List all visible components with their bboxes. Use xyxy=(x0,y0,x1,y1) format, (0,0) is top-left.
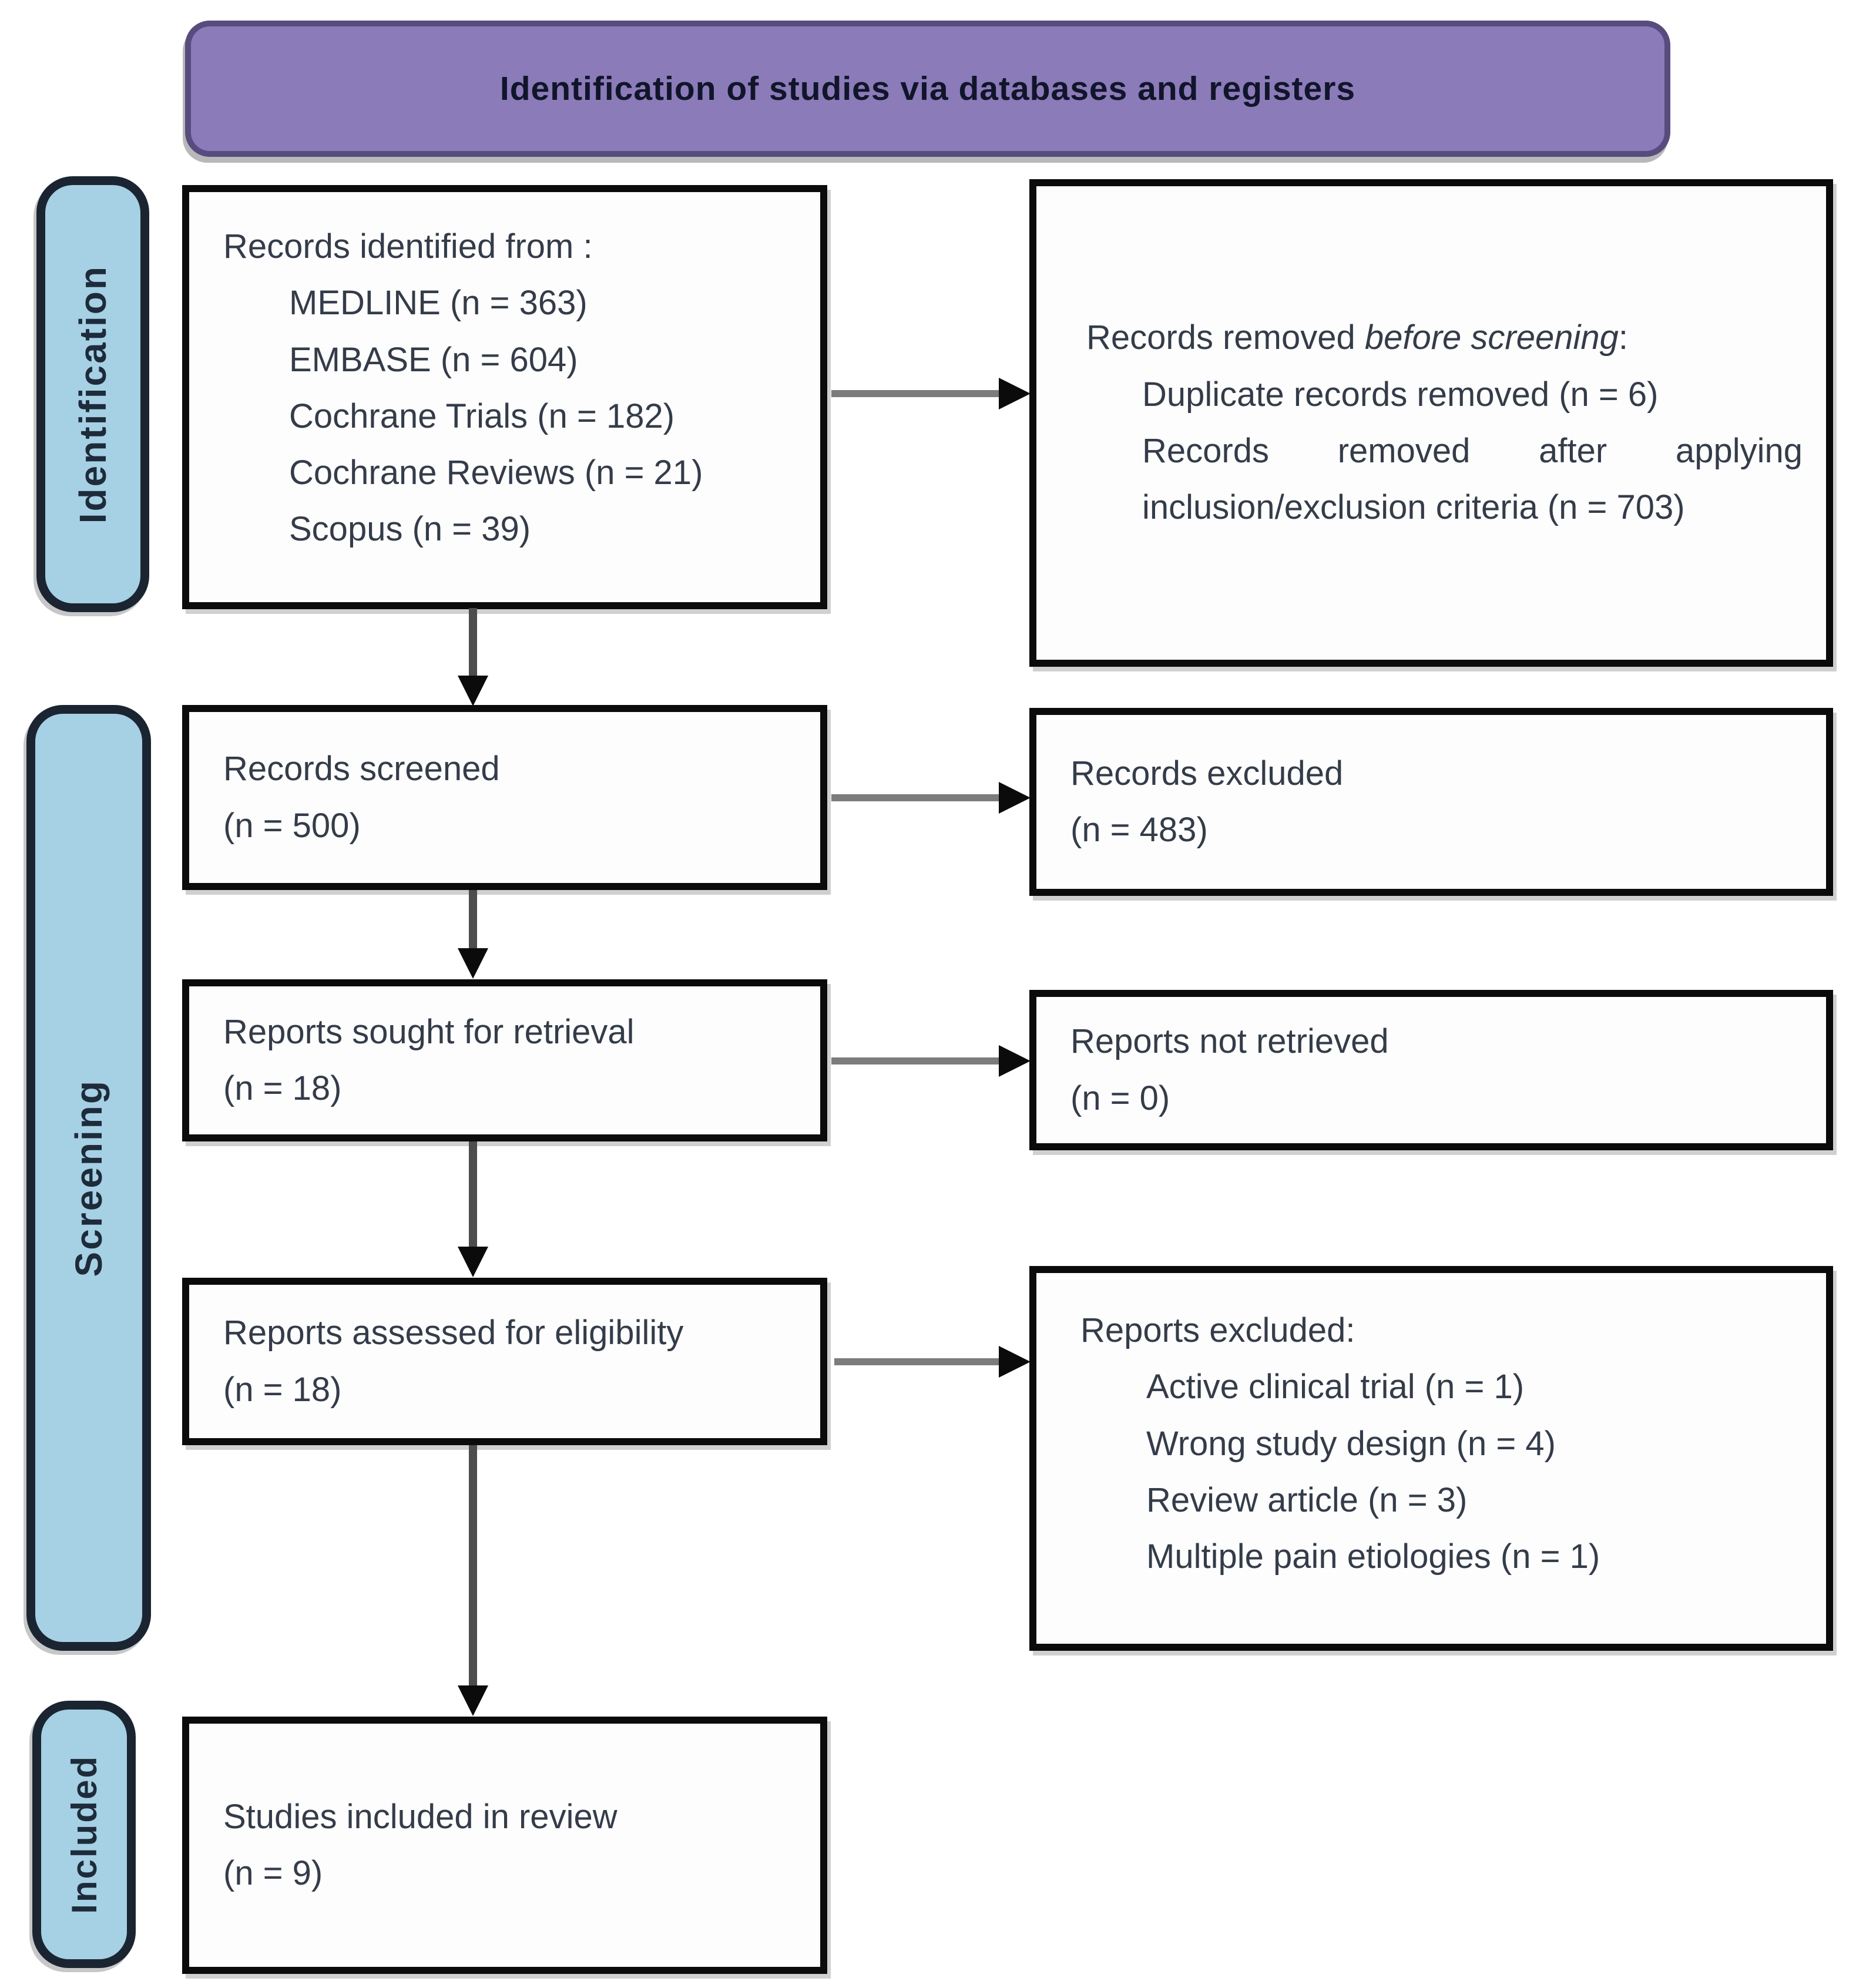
records-screened-count: (n = 500) xyxy=(223,806,361,845)
arrow-identified-to-screened xyxy=(469,608,477,677)
box-records-identified: Records identified from : MEDLINE (n = 3… xyxy=(182,185,827,609)
records-identified-heading: Records identified from : xyxy=(223,227,593,266)
records-removed-item: Duplicate records removed (n = 6) xyxy=(1142,375,1659,414)
diagram-title: Identification of studies via databases … xyxy=(499,70,1356,108)
arrowhead-identified-to-removed xyxy=(999,378,1031,409)
screening-label: Screening xyxy=(68,1079,110,1277)
records-identified-item: MEDLINE (n = 363) xyxy=(289,284,588,323)
records-excluded-count: (n = 483) xyxy=(1070,811,1208,849)
studies-included-count: (n = 9) xyxy=(223,1854,323,1892)
stage-label-included: Included xyxy=(32,1701,136,1968)
records-removed-heading: Records removed before screening: xyxy=(1086,310,1803,366)
reports-excluded-item: Multiple pain etiologies (n = 1) xyxy=(1146,1537,1600,1576)
arrow-sought-to-not-retrieved xyxy=(831,1057,1002,1064)
box-reports-excluded: Reports excluded: Active clinical trial … xyxy=(1029,1266,1833,1651)
identification-label: Identification xyxy=(72,264,114,524)
arrow-assessed-to-excluded xyxy=(834,1358,1002,1365)
arrow-assessed-to-included xyxy=(469,1445,477,1687)
box-reports-sought: Reports sought for retrieval (n = 18) xyxy=(182,979,827,1141)
arrow-sought-to-assessed xyxy=(469,1141,477,1248)
box-reports-assessed: Reports assessed for eligibility (n = 18… xyxy=(182,1278,827,1445)
reports-assessed-line1: Reports assessed for eligibility xyxy=(223,1314,684,1352)
studies-included-line1: Studies included in review xyxy=(223,1797,617,1836)
records-identified-item: Cochrane Reviews (n = 21) xyxy=(289,454,703,492)
arrow-screened-to-excluded xyxy=(831,794,1002,801)
reports-sought-count: (n = 18) xyxy=(223,1069,342,1107)
stage-label-identification: Identification xyxy=(36,176,149,612)
reports-sought-line1: Reports sought for retrieval xyxy=(223,1012,635,1051)
records-removed-heading-prefix: Records removed xyxy=(1086,318,1365,357)
reports-excluded-heading: Reports excluded: xyxy=(1080,1311,1355,1349)
records-removed-item: Records removed after applying inclusion… xyxy=(1142,432,1803,527)
box-reports-not-retrieved: Reports not retrieved (n = 0) xyxy=(1029,990,1833,1150)
arrowhead-assessed-to-excluded xyxy=(999,1346,1031,1378)
records-screened-line1: Records screened xyxy=(223,750,500,788)
records-identified-item: Scopus (n = 39) xyxy=(289,510,531,549)
arrowhead-identified-to-screened xyxy=(458,676,488,706)
reports-assessed-count: (n = 18) xyxy=(223,1370,342,1409)
box-records-screened: Records screened (n = 500) xyxy=(182,705,827,890)
arrow-identified-to-removed xyxy=(831,390,1002,397)
box-records-removed: Records removed before screening: Duplic… xyxy=(1029,179,1833,667)
arrowhead-sought-to-assessed xyxy=(458,1247,488,1277)
reports-excluded-item: Wrong study design (n = 4) xyxy=(1146,1424,1556,1463)
reports-excluded-item: Review article (n = 3) xyxy=(1146,1480,1468,1519)
box-records-excluded: Records excluded (n = 483) xyxy=(1029,708,1833,896)
reports-excluded-item: Active clinical trial (n = 1) xyxy=(1146,1368,1525,1406)
reports-not-retrieved-line1: Reports not retrieved xyxy=(1070,1022,1389,1061)
records-excluded-line1: Records excluded xyxy=(1070,754,1344,792)
arrowhead-sought-to-not-retrieved xyxy=(999,1045,1031,1077)
arrowhead-assessed-to-included xyxy=(458,1685,488,1716)
box-studies-included: Studies included in review (n = 9) xyxy=(182,1717,827,1974)
arrowhead-screened-to-excluded xyxy=(999,782,1031,814)
arrowhead-screened-to-sought xyxy=(458,948,488,979)
records-removed-heading-italic: before screening xyxy=(1364,318,1619,357)
records-removed-heading-suffix: : xyxy=(1618,318,1629,357)
diagram-title-banner: Identification of studies via databases … xyxy=(185,21,1670,157)
reports-not-retrieved-count: (n = 0) xyxy=(1070,1079,1170,1117)
records-identified-item: Cochrane Trials (n = 182) xyxy=(289,397,675,435)
included-label: Included xyxy=(64,1755,104,1914)
arrow-screened-to-sought xyxy=(469,890,477,950)
stage-label-screening: Screening xyxy=(26,705,151,1651)
records-identified-item: EMBASE (n = 604) xyxy=(289,340,578,379)
